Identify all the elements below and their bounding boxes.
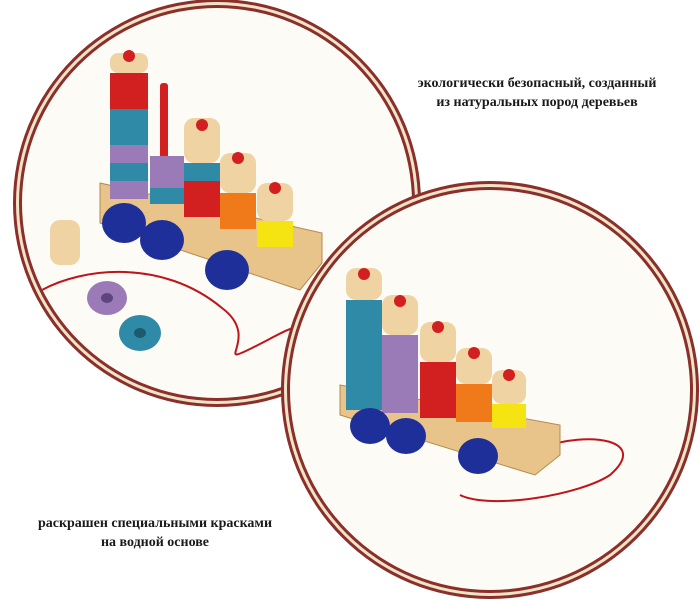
loose-peg-figure bbox=[50, 220, 80, 265]
photo-toy-train-right bbox=[290, 190, 690, 590]
peg-column-purple bbox=[382, 295, 418, 413]
peg-column-red-teal bbox=[184, 118, 220, 217]
wheel bbox=[386, 418, 426, 454]
peg-column-orange bbox=[456, 347, 492, 422]
caption-top-line1: экологически безопасный, созданный bbox=[417, 76, 657, 91]
peg-column-red bbox=[420, 321, 456, 418]
red-pole bbox=[160, 83, 168, 178]
toy-illustration-left bbox=[41, 50, 323, 356]
string-lace bbox=[459, 438, 625, 503]
caption-bottom-line2: на водной основе bbox=[100, 535, 210, 550]
toy-illustration-right bbox=[339, 268, 625, 503]
caption-top-line2: из натуральных пород деревьев bbox=[436, 95, 638, 110]
wheel bbox=[458, 438, 498, 474]
wheel bbox=[205, 250, 249, 290]
wheel bbox=[350, 408, 390, 444]
peg-column-tall bbox=[110, 50, 148, 199]
caption-bottom-line1: раскрашен специальными красками bbox=[37, 516, 273, 531]
peg-column-yellow bbox=[492, 369, 526, 428]
wheel bbox=[102, 203, 146, 243]
caption-water-based-paint: раскрашен специальными красками на водно… bbox=[10, 514, 300, 552]
photo-toy-train-left bbox=[22, 8, 412, 398]
peg-column-short bbox=[150, 156, 184, 204]
peg-column-orange bbox=[220, 152, 256, 229]
caption-eco-friendly: экологически безопасный, созданный из на… bbox=[402, 74, 672, 112]
peg-column-yellow bbox=[257, 182, 293, 247]
string-lace bbox=[41, 270, 323, 356]
wheel bbox=[140, 220, 184, 260]
peg-column-teal bbox=[346, 268, 382, 410]
